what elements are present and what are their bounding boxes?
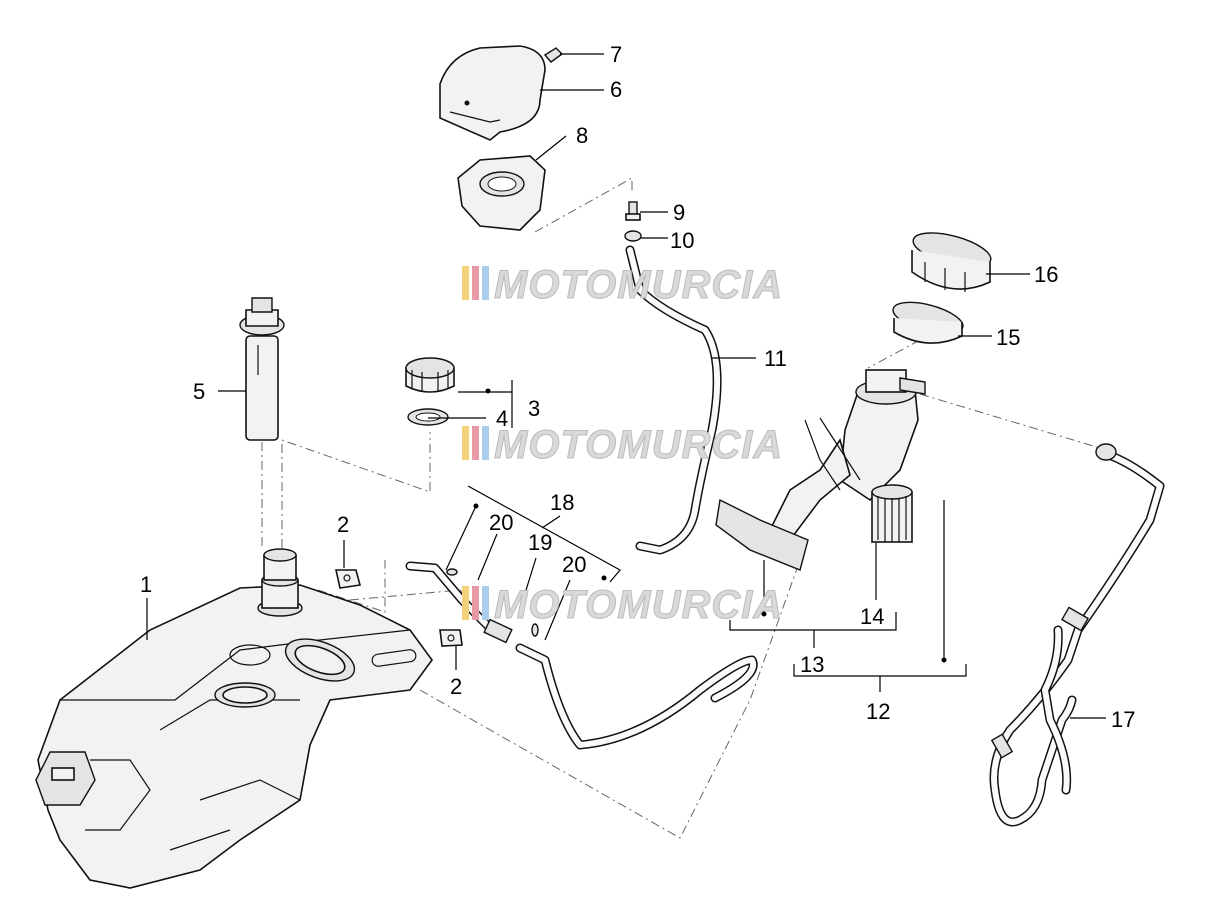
- watermark-text: MOTOMURCIA: [494, 263, 783, 307]
- check-valve: [483, 618, 513, 644]
- watermark-middle: MOTOMURCIA: [462, 423, 783, 468]
- clip-lower: [439, 629, 463, 647]
- callout-labels: 1 2 2 3 4 5 6 7 8 9 10 11 12 13 14 15 16…: [140, 42, 1135, 732]
- callout-18: 18: [550, 490, 574, 515]
- cover-screw: [543, 47, 564, 63]
- callout-4: 4: [496, 406, 508, 431]
- callout-11: 11: [764, 346, 787, 371]
- callout-6: 6: [610, 77, 622, 102]
- callout-13: 13: [800, 652, 824, 677]
- watermark-top: MOTOMURCIA: [462, 263, 783, 308]
- inner-housing: [457, 155, 546, 231]
- fuel-cap: [405, 357, 455, 393]
- callout-12: 12: [866, 699, 890, 724]
- callout-7: 7: [610, 42, 622, 67]
- cap-gasket: [407, 408, 449, 426]
- callout-16: 16: [1034, 262, 1058, 287]
- callout-1: 1: [140, 572, 152, 597]
- leader-lines: [146, 53, 1106, 719]
- callout-2-lower: 2: [450, 674, 462, 699]
- breather-hose: [625, 245, 722, 555]
- ring-nut: [911, 232, 992, 292]
- outer-cover: [439, 45, 546, 141]
- fuel-filter: [871, 484, 913, 543]
- fuel-pump-assembly: [715, 369, 926, 571]
- callout-8: 8: [576, 123, 588, 148]
- hose-clamp: [624, 230, 642, 242]
- callout-10: 10: [670, 228, 694, 253]
- pump-seal: [892, 301, 964, 344]
- callout-20-left: 20: [489, 510, 513, 535]
- evap-hose-lower: [515, 643, 758, 750]
- callout-15: 15: [996, 325, 1020, 350]
- clip-upper: [335, 569, 362, 589]
- watermark-text: MOTOMURCIA: [494, 583, 783, 627]
- fuel-level-sender: [239, 297, 285, 441]
- callout-3: 3: [528, 396, 540, 421]
- vent-fitting: [625, 201, 641, 221]
- callout-17: 17: [1111, 707, 1135, 732]
- hose-clamps-small: [446, 568, 539, 637]
- callout-5: 5: [193, 379, 205, 404]
- callout-2-upper: 2: [337, 512, 349, 537]
- callout-14: 14: [860, 604, 884, 629]
- watermark-bottom: MOTOMURCIA: [462, 583, 783, 628]
- watermark-text: MOTOMURCIA: [494, 423, 783, 467]
- callout-19: 19: [528, 530, 552, 555]
- fuel-delivery-hose: [989, 443, 1165, 827]
- fuel-tank: [35, 548, 433, 889]
- callout-9: 9: [673, 200, 685, 225]
- callout-20-right: 20: [562, 552, 586, 577]
